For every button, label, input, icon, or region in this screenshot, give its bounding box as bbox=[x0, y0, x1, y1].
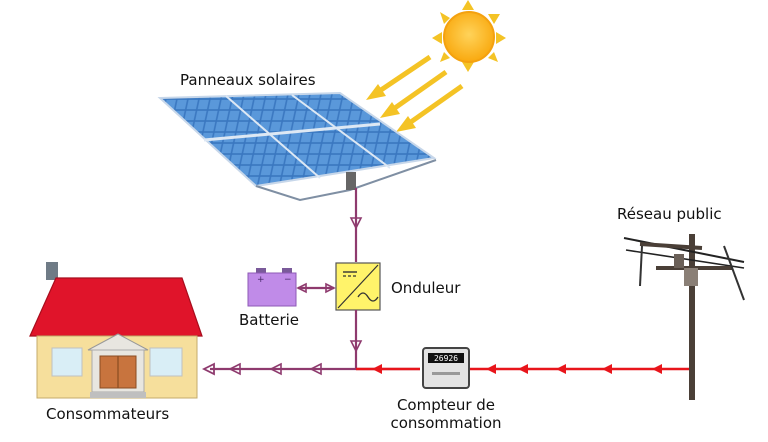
battery-icon: + − bbox=[247, 268, 297, 307]
dc-line-inverter-house bbox=[201, 310, 420, 376]
label-meter: Compteur de consommation bbox=[378, 396, 514, 432]
label-public-grid: Réseau public bbox=[617, 205, 722, 223]
sun-icon bbox=[432, 0, 506, 72]
utility-pole-icon bbox=[623, 234, 745, 400]
dc-line-panel-inverter bbox=[349, 188, 363, 262]
label-meter-line2: consommation bbox=[390, 414, 502, 432]
label-inverter: Onduleur bbox=[391, 279, 461, 297]
grid-line bbox=[356, 364, 692, 374]
svg-text:+: + bbox=[257, 275, 265, 285]
label-battery: Batterie bbox=[239, 311, 300, 329]
battery-inverter-link bbox=[296, 282, 336, 294]
label-consumers: Consommateurs bbox=[46, 405, 170, 423]
solar-panels bbox=[157, 91, 437, 202]
label-meter-line1: Compteur de bbox=[396, 396, 496, 414]
inverter-icon bbox=[335, 262, 381, 311]
label-solar-panels: Panneaux solaires bbox=[180, 71, 316, 89]
sun-rays bbox=[366, 54, 464, 132]
meter-reading: 26926 bbox=[434, 354, 458, 363]
house-icon bbox=[29, 262, 203, 399]
meter-icon: 26926 bbox=[422, 347, 470, 389]
svg-text:−: − bbox=[284, 275, 292, 285]
